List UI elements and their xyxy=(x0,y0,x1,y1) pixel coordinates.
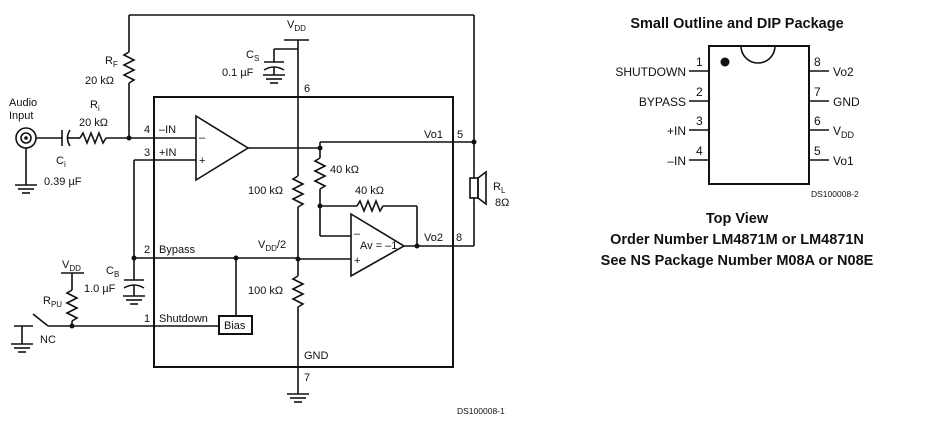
opamp1-plus: + xyxy=(199,155,205,167)
opamp2-minus: – xyxy=(354,228,361,240)
pkg-pin2-label: BYPASS xyxy=(639,95,686,109)
opamp2 xyxy=(350,212,406,278)
speaker-cone xyxy=(477,170,487,206)
audio-input-label-1: Audio xyxy=(9,97,37,109)
pkg-pin1-label: SHUTDOWN xyxy=(615,65,686,79)
caption-top-view: Top View xyxy=(706,211,769,227)
package-right-pins: 8 Vo2 7 GND 6 VDD 5 Vo1 xyxy=(809,55,860,168)
bias-label: Bias xyxy=(224,320,246,332)
audio-input-label-2: Input xyxy=(9,110,33,122)
pkg-pin7-num: 7 xyxy=(814,85,821,99)
r100b-value: 100 kΩ xyxy=(248,285,283,297)
gnd-label: GND xyxy=(304,350,329,362)
ci-value: 0.39 µF xyxy=(44,176,82,188)
pkg-pin5-num: 5 xyxy=(814,144,821,158)
vo2-node xyxy=(414,243,420,249)
pkg-pin6-num: 6 xyxy=(814,114,821,128)
nc-label: NC xyxy=(40,334,56,346)
r100-upper xyxy=(291,175,305,208)
cs-value: 0.1 µF xyxy=(222,67,254,79)
rl-label: RL xyxy=(493,181,506,195)
pkg-pin3-num: 3 xyxy=(696,114,703,128)
opamp1 xyxy=(195,114,250,182)
pkg-pin1-num: 1 xyxy=(696,55,703,69)
pin8-label: 8 xyxy=(456,232,462,244)
opamp2-gain: Av = –1 xyxy=(360,240,397,252)
ri-resistor xyxy=(79,130,107,146)
pkg-pin4-label: –IN xyxy=(667,154,686,168)
pin5-label: 5 xyxy=(457,129,463,141)
minus-in-node xyxy=(126,135,132,141)
caption-package-number: See NS Package Number M08A or N08E xyxy=(601,253,874,269)
cb-value: 1.0 µF xyxy=(84,283,116,295)
rpu-label: RPU xyxy=(43,295,62,309)
pkg-pin4-num: 4 xyxy=(696,144,703,158)
ic-body xyxy=(153,96,454,368)
r100a-value: 100 kΩ xyxy=(248,185,283,197)
rf-value: 20 kΩ xyxy=(85,75,114,87)
pin1-label: 1 xyxy=(144,313,150,325)
caption-order-number: Order Number LM4871M or LM4871N xyxy=(610,232,864,248)
pin7-label: 7 xyxy=(304,372,310,384)
rf-label: RF xyxy=(105,55,118,69)
rpu-resistor xyxy=(65,289,79,322)
speaker-body xyxy=(469,177,479,199)
pkg-pin8-label: Vo2 xyxy=(833,65,854,79)
vdd-half-label: VDD/2 xyxy=(258,239,286,253)
pkg-pin5-label: Vo1 xyxy=(833,154,854,168)
package-ref: DS100008-2 xyxy=(811,189,859,199)
opamp2-plus: + xyxy=(354,255,360,267)
shutdown-label: Shutdown xyxy=(159,313,208,325)
r40b-value: 40 kΩ xyxy=(355,185,384,197)
opamp1-minus: – xyxy=(199,132,206,144)
r40b-resistor xyxy=(356,198,384,214)
pin1-marker xyxy=(720,57,730,67)
pkg-pin8-num: 8 xyxy=(814,55,821,69)
r40a-value: 40 kΩ xyxy=(330,164,359,176)
pin3-label: 3 xyxy=(144,147,150,159)
cs-label: CS xyxy=(246,49,259,63)
cb-label: CB xyxy=(106,265,119,279)
vo2-label: Vo2 xyxy=(424,232,443,244)
minus-in-label: –IN xyxy=(159,124,176,136)
pkg-pin3-label: +IN xyxy=(667,124,686,138)
ci-label: Ci xyxy=(56,155,66,169)
package-title: Small Outline and DIP Package xyxy=(630,16,843,32)
r40a-resistor xyxy=(313,157,327,190)
ri-label: Ri xyxy=(90,99,100,113)
schematic-ref: DS100008-1 xyxy=(457,406,505,416)
pin4-label: 4 xyxy=(144,124,150,136)
vdd-top-label: VDD xyxy=(287,19,306,33)
rl-value: 8Ω xyxy=(495,197,509,209)
shutdown-switch-arm xyxy=(32,313,49,327)
bypass-label: Bypass xyxy=(159,244,196,256)
r100-lower xyxy=(291,275,305,308)
audio-jack-inner xyxy=(20,132,32,144)
package-left-pins: 1 SHUTDOWN 2 BYPASS 3 +IN 4 –IN xyxy=(615,55,709,168)
ri-value: 20 kΩ xyxy=(79,117,108,129)
package-body xyxy=(708,45,810,185)
bias-block xyxy=(218,315,253,335)
plus-in-label: +IN xyxy=(159,147,176,159)
pin6-label: 6 xyxy=(304,83,310,95)
audio-jack-center xyxy=(24,136,28,140)
vo1-label: Vo1 xyxy=(424,129,443,141)
pkg-pin6-label: VDD xyxy=(833,124,855,140)
package-notch xyxy=(740,45,776,64)
pin2-label: 2 xyxy=(144,244,150,256)
rf-resistor xyxy=(122,51,136,84)
pkg-pin2-num: 2 xyxy=(696,85,703,99)
vdd-pullup-label: VDD xyxy=(62,259,81,273)
pkg-pin7-label: GND xyxy=(833,95,860,109)
